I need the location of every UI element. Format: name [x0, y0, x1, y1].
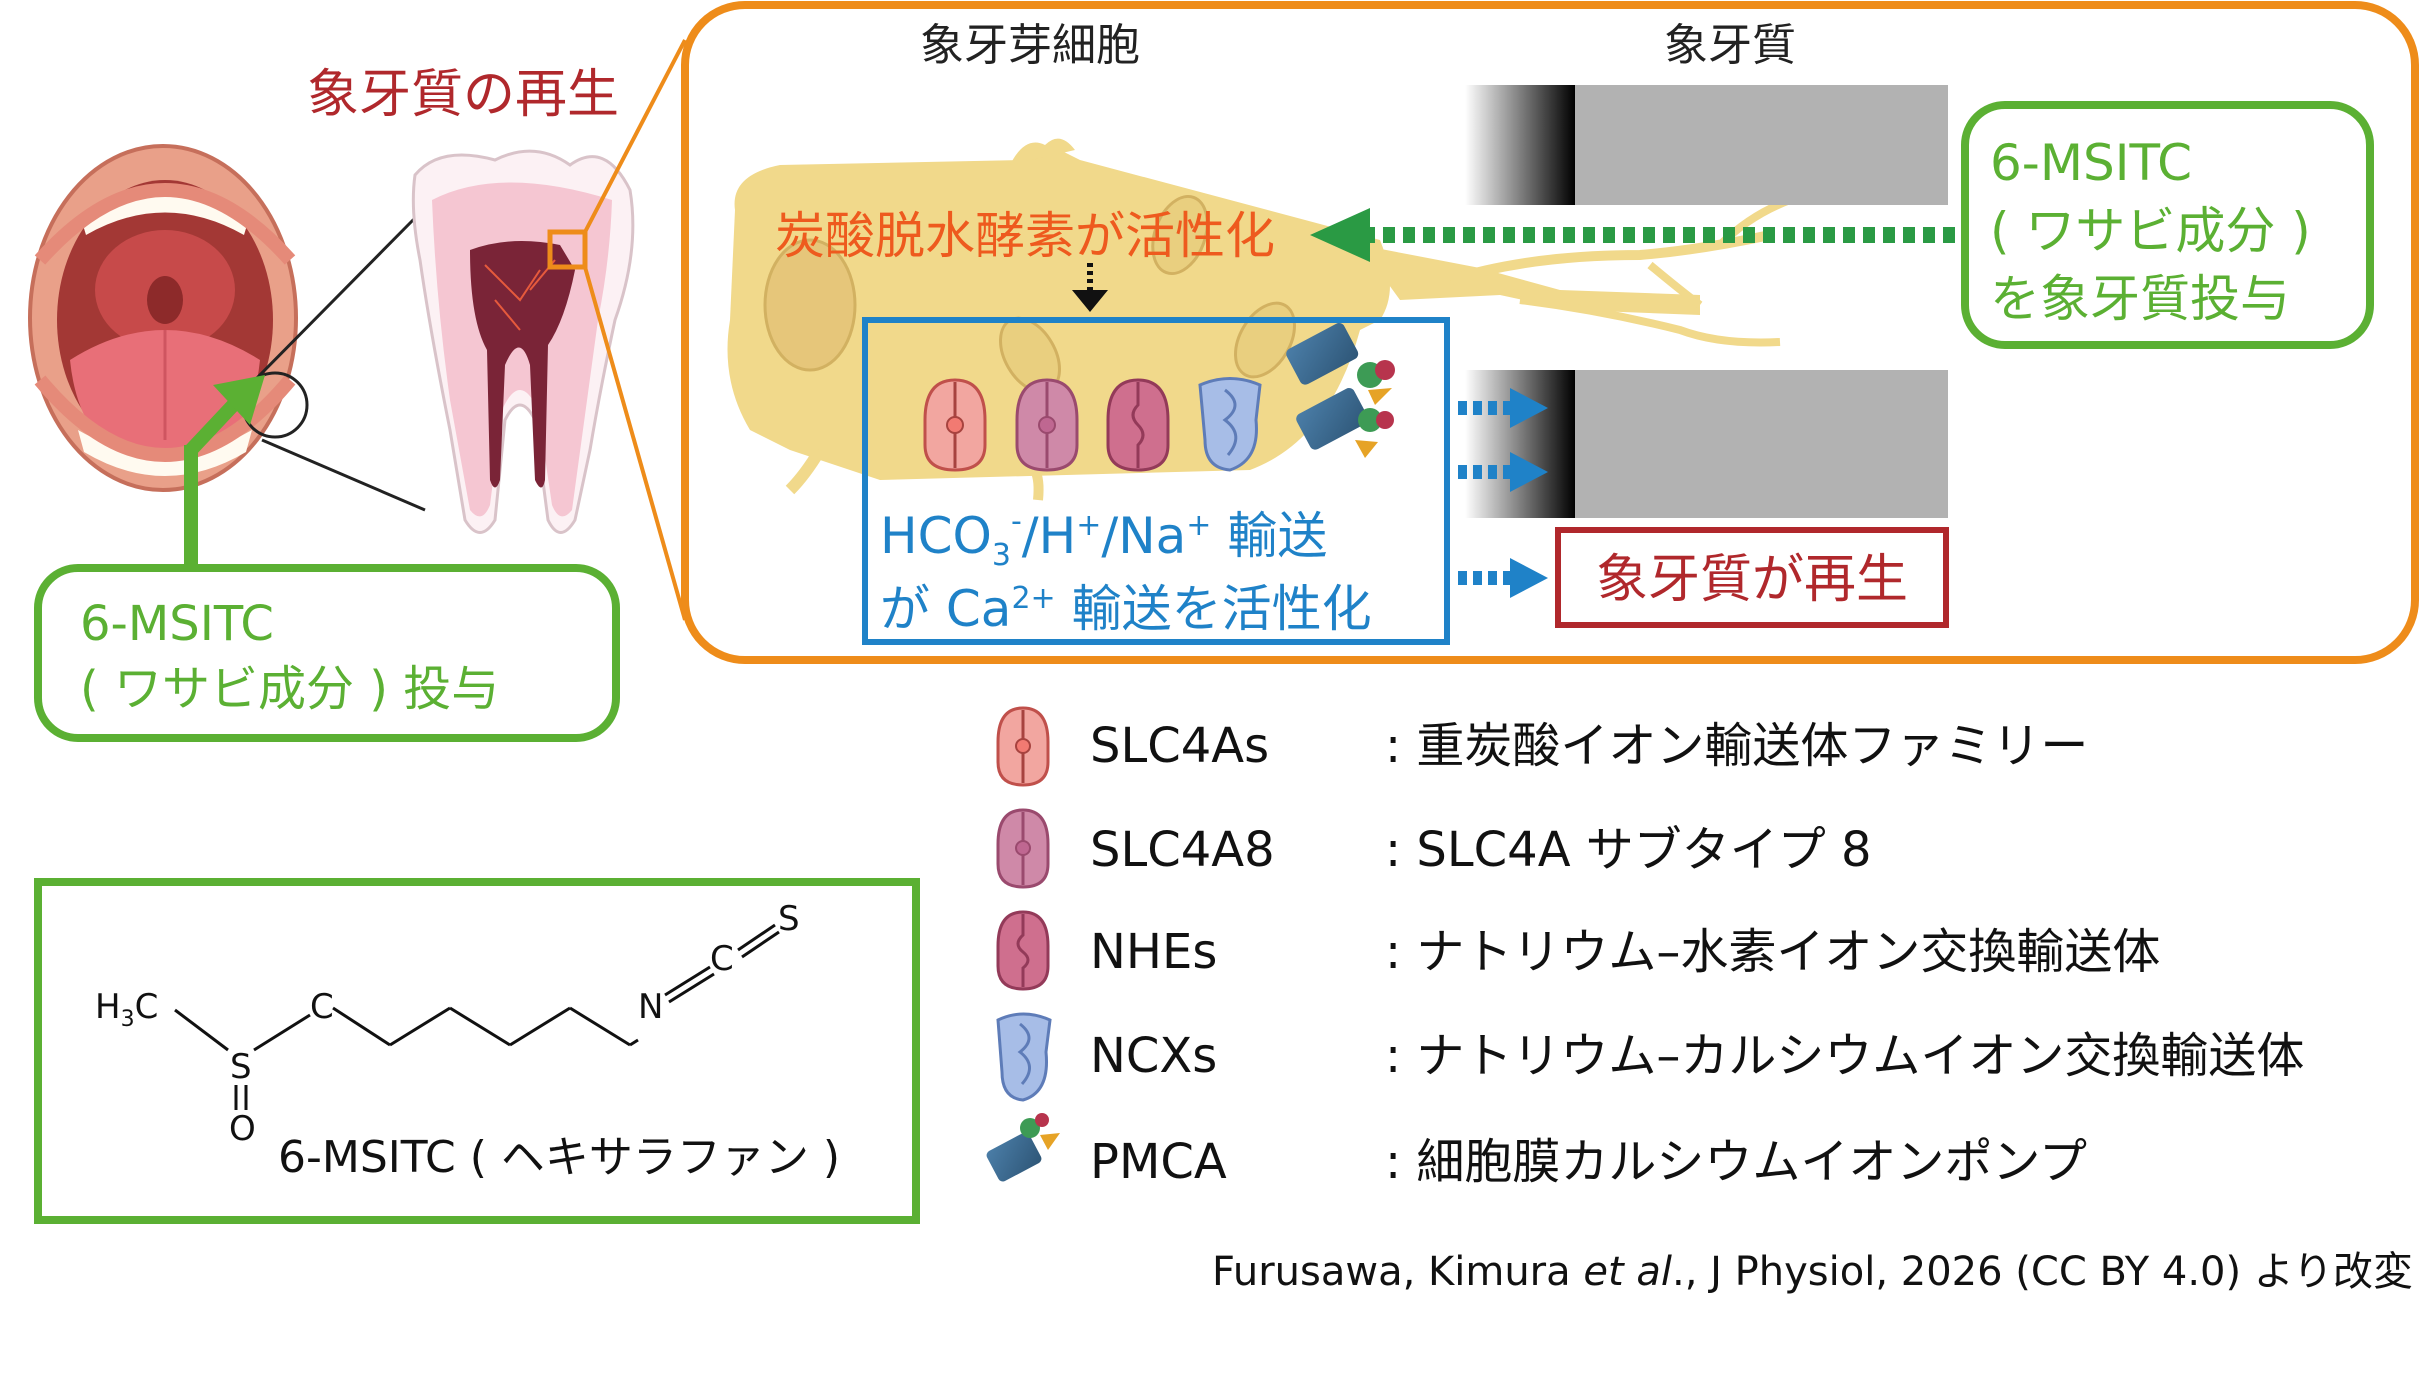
regen-result-box	[1555, 527, 1949, 628]
legend-desc-nhes: : ナトリウム–水素イオン交換輸送体	[1385, 924, 2160, 980]
citation: Furusawa, Kimura et al., J Physiol, 2026…	[1212, 1249, 2413, 1295]
svg-text:S: S	[778, 899, 800, 939]
admin-arrow	[184, 375, 265, 570]
legend-desc-pmca: : 細胞膜カルシウムイオンポンプ	[1385, 1134, 2087, 1190]
regen-result-text: 象牙質が再生	[1596, 550, 1908, 610]
zoom-connector-top	[583, 39, 687, 233]
slc4a8-in-cell	[1015, 378, 1079, 472]
pmca-in-cell-2	[1296, 388, 1394, 458]
tooth-illustration	[411, 149, 635, 534]
nhe-transporter-icon	[996, 910, 1050, 991]
slc4as-transporter-icon	[996, 706, 1050, 787]
msitc-box-line3: を象牙質投与	[1990, 270, 2290, 328]
legend-desc-slc4a8: : SLC4A サブタイプ 8	[1385, 822, 1872, 878]
zoom-line-upper	[248, 216, 417, 387]
cell-label: 象牙芽細胞	[920, 20, 1140, 71]
svg-text:C: C	[310, 987, 334, 1027]
svg-text:S: S	[230, 1047, 252, 1087]
transport-box	[862, 317, 1450, 645]
msitc-box-line1: 6-MSITC	[1990, 134, 2192, 192]
msitc-box-line2: ( ワサビ成分 )	[1990, 202, 2311, 260]
chem-caption: 6-MSITC ( ヘキサラファン )	[278, 1132, 840, 1183]
pmca-in-cell-1	[1286, 323, 1395, 405]
regen-title: 象牙質の再生	[307, 65, 619, 125]
ncx-transporter-icon	[996, 1012, 1052, 1102]
chem-structure: H3C S C N C S O	[95, 899, 800, 1149]
msitc-to-enzyme-arrow	[1310, 208, 1975, 262]
msitc-dentin-box	[1961, 101, 2374, 349]
legend-desc-ncxs: : ナトリウム–カルシウムイオン交換輸送体	[1385, 1028, 2304, 1084]
admin-box-line1: 6-MSITC	[80, 596, 274, 652]
svg-text:N: N	[638, 987, 663, 1027]
legend-name-nhes: NHEs	[1090, 924, 1217, 980]
dentin-blocks	[1465, 85, 1948, 518]
legend-name-slc4as: SLC4As	[1090, 718, 1269, 774]
open-mouth-illustration	[28, 144, 298, 492]
dentin-label: 象牙質	[1664, 20, 1796, 71]
enzyme-to-transport-arrow	[1072, 263, 1108, 312]
svg-text:O: O	[229, 1109, 256, 1149]
ncx-in-cell	[1198, 377, 1262, 472]
slc4a8-transporter-icon	[996, 808, 1050, 889]
zoom-connector-bottom	[583, 266, 687, 621]
admin-box-line2: ( ワサビ成分 ) 投与	[80, 661, 499, 717]
legend-name-ncxs: NCXs	[1090, 1028, 1217, 1084]
slc4as-in-cell	[923, 378, 987, 472]
nhe-in-cell	[1106, 378, 1170, 472]
blue-arrows	[1458, 388, 1548, 598]
svg-text:C: C	[710, 939, 734, 979]
svg-text:H3C: H3C	[95, 987, 158, 1032]
legend-name-pmca: PMCA	[1090, 1134, 1227, 1190]
transport-line2: が Ca2+ 輸送を活性化	[880, 580, 1372, 638]
transport-line1: HCO3-/H+/Na+ 輸送	[880, 504, 1327, 573]
zoom-line-lower	[261, 438, 426, 512]
legend-desc-slc4as: : 重炭酸イオン輸送体ファミリー	[1385, 718, 2088, 774]
legend-name-slc4a8: SLC4A8	[1090, 822, 1275, 878]
admin-box	[34, 564, 620, 742]
legend: SLC4As : 重炭酸イオン輸送体ファミリー SLC4A8 : SLC4A サ…	[986, 706, 2304, 1190]
pmca-pump-icon	[986, 1113, 1060, 1182]
enzyme-activation-text: 炭酸脱水酵素が活性化	[775, 207, 1275, 265]
